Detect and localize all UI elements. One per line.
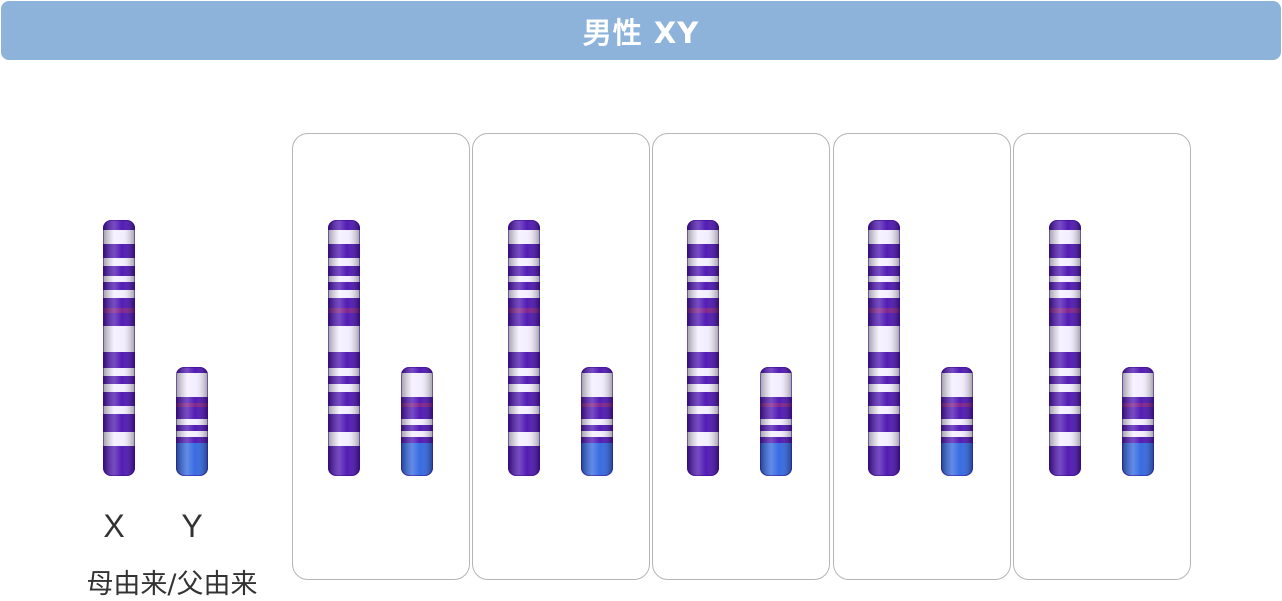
label-origin: 母由来/父由来 (86, 569, 258, 600)
x-chromosome-1 (103, 220, 135, 476)
chromosome-pair-panel-1 (292, 133, 470, 580)
header-title: 男性 XY (582, 15, 700, 50)
label-x: X (103, 508, 125, 544)
chromosome-pair-panel-2 (472, 133, 650, 580)
chromosome-pair-panel-5 (1013, 133, 1191, 580)
label-y: Y (181, 508, 203, 544)
header-bar: 男性 XY (1, 1, 1281, 60)
chromosome-pair-panel-4 (833, 133, 1011, 580)
y-chromosome-1 (176, 367, 208, 476)
chromosome-pair-panel-3 (652, 133, 830, 580)
